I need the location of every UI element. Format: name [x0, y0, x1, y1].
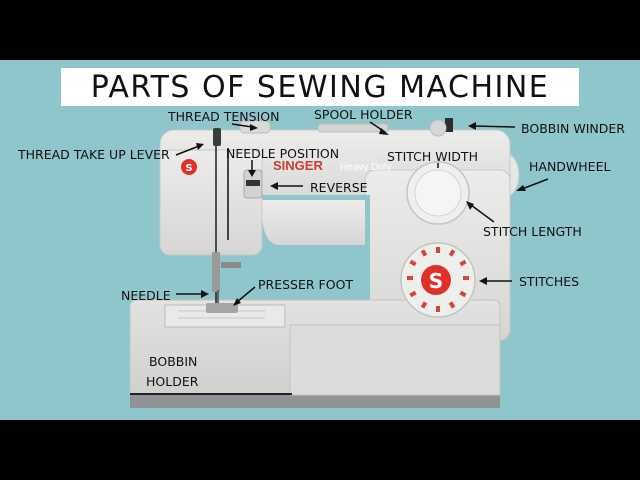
- arrow-reverse: [270, 182, 303, 190]
- arrow-stitch-length: [466, 201, 495, 223]
- stitches-dial-center-logo: [421, 265, 451, 295]
- arrow-spool-holder: [369, 121, 389, 135]
- brand-logo-letter: S: [185, 163, 192, 174]
- label-thread-take-up-lever: THREAD TAKE UP LEVER: [18, 147, 170, 162]
- title-banner: PARTS OF SEWING MACHINE: [61, 68, 579, 106]
- diagram-title: PARTS OF SEWING MACHINE: [90, 69, 550, 105]
- presser-bar: [212, 252, 220, 292]
- label-thread-tension: THREAD TENSION: [168, 109, 280, 124]
- presser-foot: [206, 303, 238, 313]
- machine-base-shadow: [130, 394, 500, 408]
- arrow-thread-tension: [231, 123, 258, 131]
- label-handwheel: HANDWHEEL: [529, 159, 611, 174]
- arrow-thread-take-up: [175, 143, 204, 156]
- arrow-bobbin-winder: [468, 122, 516, 130]
- needle-head: [159, 149, 263, 256]
- arrow-needle-position: [248, 160, 256, 177]
- brand-logo-badge: [181, 159, 197, 175]
- arrow-handwheel: [516, 178, 549, 191]
- spool-holder: [317, 123, 389, 133]
- label-reverse: REVERSE: [310, 180, 368, 195]
- thread-take-up-lever: [213, 128, 221, 146]
- label-stitch-length: STITCH LENGTH: [483, 224, 582, 239]
- label-stitch-width: STITCH WIDTH: [387, 149, 478, 164]
- arrow-presser-foot: [233, 286, 256, 306]
- label-bobbin-holder-line1: BOBBIN: [149, 354, 198, 369]
- label-spool-holder: SPOOL HOLDER: [314, 107, 413, 122]
- label-stitches: STITCHES: [519, 274, 580, 289]
- free-arm-cover: [289, 324, 501, 396]
- arrow-needle: [176, 290, 209, 298]
- label-presser-foot: PRESSER FOOT: [258, 277, 354, 292]
- label-needle: NEEDLE: [121, 288, 171, 303]
- stitch-markers: [407, 247, 469, 312]
- machine-arm-curve: [262, 200, 365, 245]
- callout-arrows: [175, 121, 549, 306]
- label-bobbin-winder: BOBBIN WINDER: [521, 121, 625, 136]
- brand-name: SINGER: [273, 158, 323, 173]
- brand-model: Heavy Duty: [340, 162, 392, 173]
- arrow-stitches: [479, 277, 512, 285]
- label-needle-position: NEEDLE POSITION: [226, 146, 340, 161]
- stitches-dial-letter: S: [429, 269, 443, 293]
- bobbin-winder: [445, 118, 453, 132]
- label-bobbin-holder-line2: HOLDER: [146, 374, 199, 389]
